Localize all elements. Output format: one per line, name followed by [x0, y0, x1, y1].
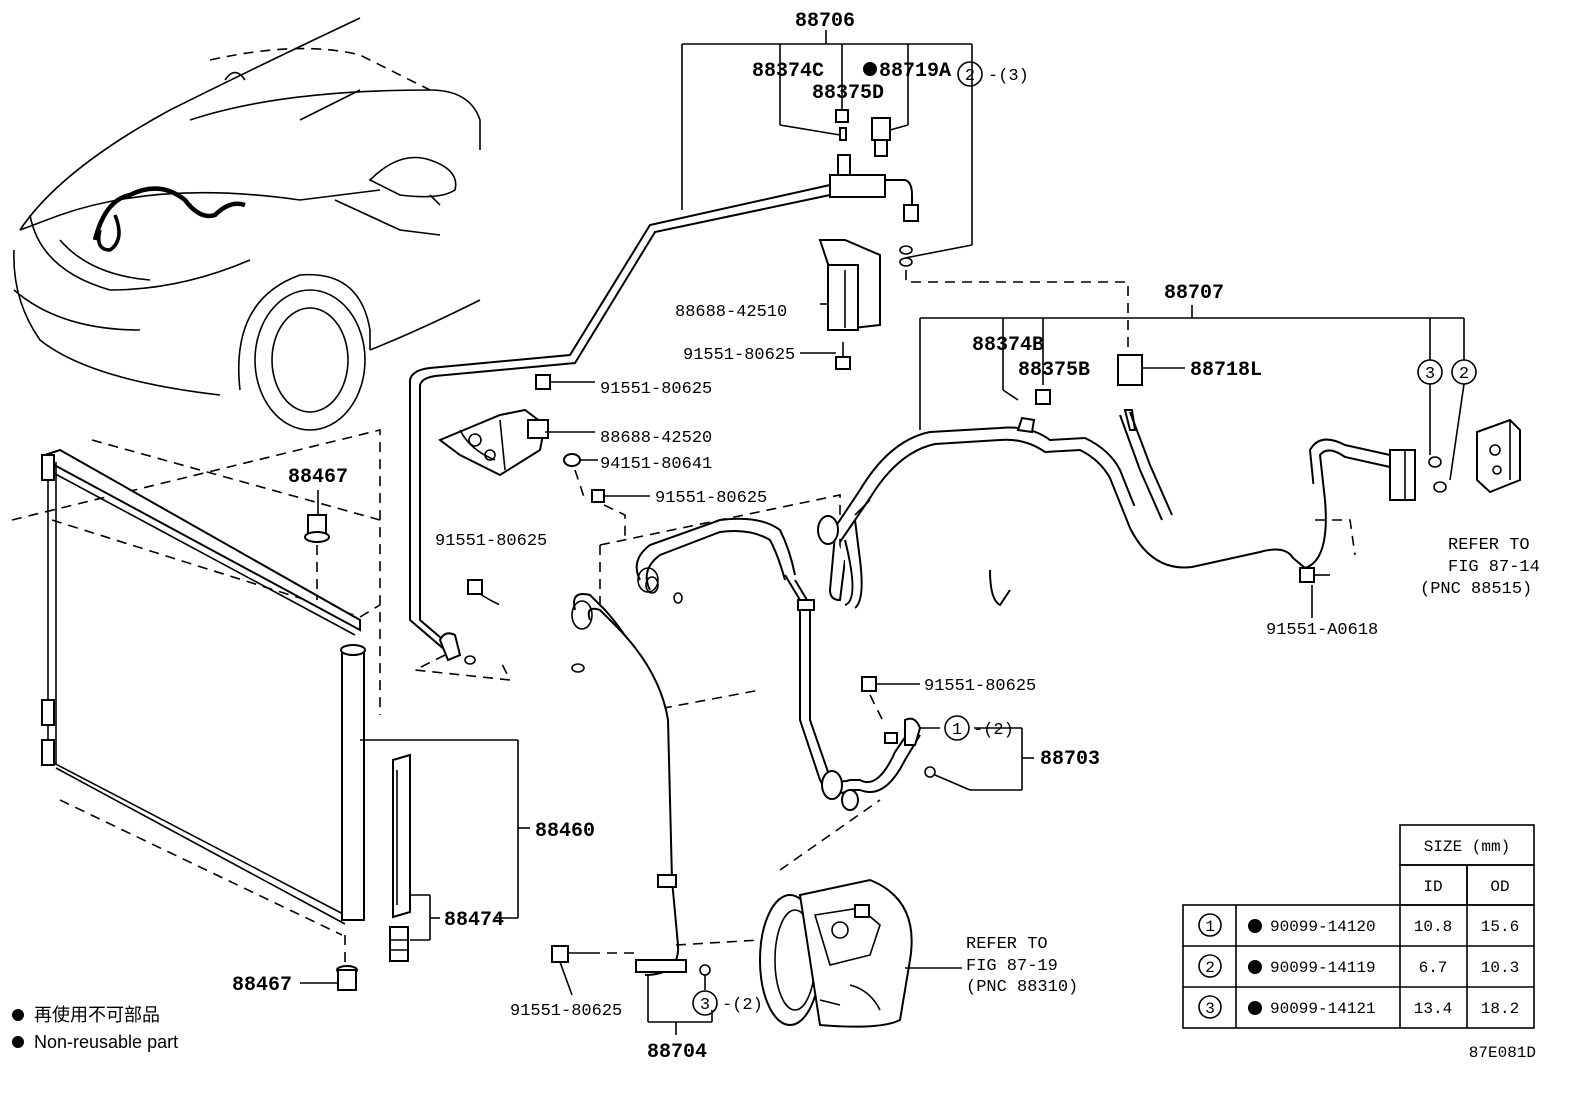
- bushing-88467-bottom-illustration: [300, 965, 358, 991]
- table-row: 3 90099-14121 13.4 18.2: [1198, 995, 1519, 1019]
- svg-text:(PNC 88310): (PNC 88310): [966, 978, 1078, 997]
- label-91551-80625-d: 91551-80625: [435, 532, 547, 551]
- svg-text:(PNC 88515): (PNC 88515): [1420, 580, 1532, 599]
- label-88703: 88703: [1040, 748, 1100, 771]
- svg-text:15.6: 15.6: [1481, 918, 1519, 936]
- svg-text:10.8: 10.8: [1414, 918, 1452, 936]
- callout-circle-2-right: 2: [1451, 359, 1477, 385]
- label-88467-top: 88467: [288, 466, 348, 489]
- vehicle-outline-illustration: [13, 17, 481, 431]
- svg-text:90099-14120: 90099-14120: [1270, 918, 1376, 936]
- legend-dot-icon: [12, 1009, 24, 1021]
- label-88704: 88704: [647, 1041, 707, 1064]
- legend-chinese: 再使用不可部品: [34, 1005, 160, 1025]
- label-91551-A0618: 91551-A0618: [1266, 621, 1378, 640]
- expansion-valve-illustration: [1476, 418, 1521, 494]
- label-88474: 88474: [444, 909, 504, 932]
- label-88467-bottom: 88467: [232, 974, 292, 997]
- svg-text:10.3: 10.3: [1481, 959, 1519, 977]
- oring-size-table: SIZE (mm) ID OD 1 90099-14120 10.8 15.6 …: [1182, 824, 1535, 1029]
- svg-text:REFER TO: REFER TO: [966, 935, 1048, 954]
- compressor-illustration: [675, 799, 962, 1028]
- svg-text:2: 2: [1459, 365, 1469, 384]
- non-reusable-dot-icon: [1248, 1001, 1262, 1015]
- svg-text:2: 2: [1205, 959, 1215, 977]
- hoses-88703-88704-illustration: [551, 494, 1034, 1035]
- svg-text:FIG 87-19: FIG 87-19: [966, 957, 1058, 976]
- callout-circle-3-right: 3: [1417, 359, 1443, 385]
- svg-text:-(2): -(2): [722, 996, 763, 1015]
- legend-dot-icon: [12, 1036, 24, 1048]
- callout-circle-1: 1 -(2): [944, 715, 1014, 741]
- table-row: 2 90099-14119 6.7 10.3: [1198, 954, 1519, 978]
- svg-text:FIG 87-14: FIG 87-14: [1448, 558, 1540, 577]
- svg-text:2: 2: [965, 67, 975, 86]
- svg-text:90099-14119: 90099-14119: [1270, 959, 1376, 977]
- svg-text:3: 3: [1425, 365, 1435, 384]
- table-header-id: ID: [1423, 878, 1442, 896]
- svg-text:3: 3: [1205, 1000, 1215, 1018]
- bushing-88467-top-illustration: [304, 490, 330, 600]
- callout-circle-3-bottom: 3 -(2): [692, 990, 763, 1016]
- svg-text:90099-14121: 90099-14121: [1270, 1000, 1376, 1018]
- label-88706: 88706: [795, 10, 855, 33]
- bracket-88688-42520-illustration: [438, 374, 650, 540]
- bolt-91551-80625-a-illustration: [800, 342, 851, 370]
- label-91551-80625-a: 91551-80625: [683, 346, 795, 365]
- svg-text:REFER TO: REFER TO: [1448, 536, 1530, 555]
- table-header-size: SIZE (mm): [1424, 838, 1510, 856]
- non-reusable-dot-icon: [863, 62, 877, 76]
- condenser-assembly-illustration: [11, 428, 530, 965]
- label-88375B: 88375B: [1018, 359, 1090, 382]
- part-labels: 88706 88374C 88719A 88375D 88688-42510 9…: [232, 10, 1378, 1064]
- svg-text:6.7: 6.7: [1419, 959, 1448, 977]
- label-88374C: 88374C: [752, 60, 824, 83]
- legend: 再使用不可部品 Non-reusable part: [12, 1005, 178, 1052]
- legend-english: Non-reusable part: [34, 1032, 178, 1052]
- label-91551-80625-f: 91551-80625: [510, 1002, 622, 1021]
- label-91551-80625-b: 91551-80625: [600, 380, 712, 399]
- svg-text:-(2): -(2): [973, 721, 1014, 740]
- refer-note-right: REFER TO FIG 87-14 (PNC 88515): [1420, 536, 1540, 599]
- non-reusable-dot-icon: [1248, 919, 1262, 933]
- non-reusable-dot-icon: [1248, 960, 1262, 974]
- table-row: 1 90099-14120 10.8 15.6: [1198, 913, 1519, 937]
- pipe-88706-illustration: [409, 30, 1129, 681]
- label-88718L: 88718L: [1190, 359, 1262, 382]
- label-88375D: 88375D: [812, 82, 884, 105]
- label-91551-80625-c: 91551-80625: [655, 489, 767, 508]
- label-88707: 88707: [1164, 282, 1224, 305]
- bolt-91551-80625-d-illustration: [467, 579, 501, 606]
- label-94151-80641: 94151-80641: [600, 455, 712, 474]
- svg-text:-(3): -(3): [988, 67, 1029, 86]
- figure-code: 87E081D: [1469, 1044, 1536, 1062]
- svg-text:13.4: 13.4: [1414, 1000, 1452, 1018]
- svg-text:18.2: 18.2: [1481, 1000, 1519, 1018]
- label-88374B: 88374B: [972, 334, 1044, 357]
- callout-circle-2-top: 2 -(3): [957, 61, 1029, 87]
- refer-note-compressor: REFER TO FIG 87-19 (PNC 88310): [966, 935, 1078, 997]
- label-88719A: 88719A: [879, 60, 951, 83]
- label-88688-42510: 88688-42510: [675, 303, 787, 322]
- svg-text:3: 3: [700, 996, 710, 1015]
- table-header-od: OD: [1490, 878, 1509, 896]
- pipe-88707-illustration: [817, 305, 1465, 618]
- label-91551-80625-e: 91551-80625: [924, 677, 1036, 696]
- label-88460: 88460: [535, 820, 595, 843]
- label-88688-42520: 88688-42520: [600, 429, 712, 448]
- svg-text:1: 1: [1205, 918, 1215, 936]
- svg-text:1: 1: [952, 721, 962, 740]
